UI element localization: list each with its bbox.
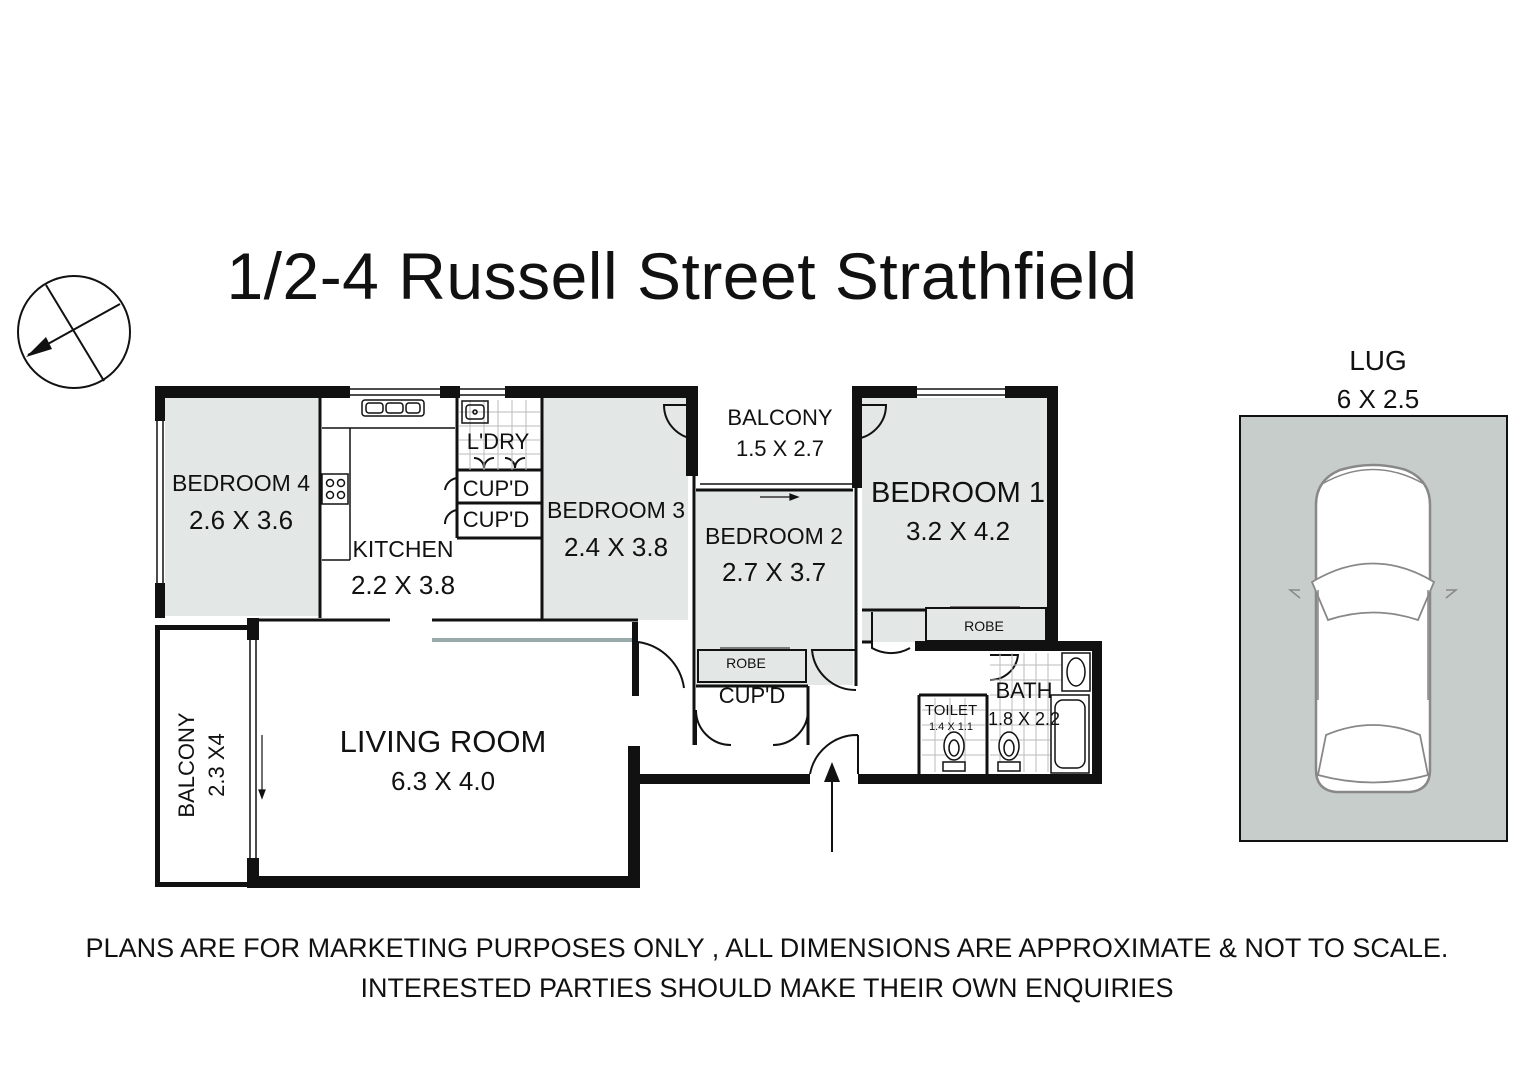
walls: [155, 386, 1102, 888]
cupd2-name: CUP'D: [463, 507, 530, 532]
kitchen-fixtures: [321, 399, 489, 561]
doors: [443, 404, 1020, 775]
toilet-dims: 1.4 X 1.1: [929, 721, 973, 733]
entry-arrow-icon: [824, 762, 840, 852]
sink-icon: [361, 399, 425, 417]
bedroom4-name: BEDROOM 4: [172, 470, 310, 496]
bedroom3-dims: 2.4 X 3.8: [564, 532, 668, 562]
toilet-name: TOILET: [925, 702, 977, 719]
bath-dims: 1.8 X 2.2: [988, 709, 1060, 729]
robe2-name: ROBE: [726, 655, 766, 671]
balcony-top-name: BALCONY: [727, 405, 832, 430]
toilet-icon: [942, 731, 966, 772]
bedroom1-name: BEDROOM 1: [871, 477, 1045, 509]
laundry-name: L'DRY: [467, 429, 530, 454]
living-dims: 6.3 X 4.0: [391, 766, 495, 796]
bath-name: BATH: [995, 678, 1052, 703]
balcony-side-name: BALCONY: [174, 712, 199, 817]
lug-name: LUG: [1349, 345, 1407, 376]
room-fills: [165, 398, 1047, 685]
toilet-icon: [997, 731, 1021, 772]
bedroom2-name: BEDROOM 2: [705, 523, 843, 549]
balcony-top: [698, 398, 852, 482]
stove-icon: [321, 473, 349, 505]
bath-fixtures: [942, 652, 1091, 774]
bedroom1-dims: 3.2 X 4.2: [906, 516, 1010, 546]
compass-icon: [17, 275, 131, 389]
kitchen-name: KITCHEN: [353, 536, 454, 562]
kitchen-dims: 2.2 X 3.8: [351, 570, 455, 600]
cupd3-name: CUP'D: [719, 683, 786, 708]
balcony-top-dims: 1.5 X 2.7: [736, 436, 824, 461]
cupd1-name: CUP'D: [463, 476, 530, 501]
windows: [156, 388, 1101, 858]
plan-title: 1/2-4 Russell Street Strathfield: [226, 239, 1138, 313]
robe1-name: ROBE: [964, 618, 1004, 634]
sliding-arrows: [258, 493, 800, 800]
bedroom2-dims: 2.7 X 3.7: [722, 557, 826, 587]
bedroom3-name: BEDROOM 3: [547, 497, 685, 523]
balcony-side-dims: 2.3 X4: [204, 733, 229, 797]
laundry-tub-icon: [461, 400, 489, 424]
disclaimer-line2: INTERESTED PARTIES SHOULD MAKE THEIR OWN…: [360, 973, 1174, 1003]
basin-icon: [1061, 652, 1091, 692]
lug-dims: 6 X 2.5: [1337, 384, 1419, 414]
bathtub-icon: [1050, 694, 1090, 774]
disclaimer-line1: PLANS ARE FOR MARKETING PURPOSES ONLY , …: [85, 933, 1449, 963]
robe-fixtures: [697, 606, 1047, 683]
bedroom4-dims: 2.6 X 3.6: [189, 505, 293, 535]
bath-tiles: [922, 653, 1090, 772]
car-icon: [1287, 463, 1459, 794]
living-name: LIVING ROOM: [340, 724, 547, 759]
disclaimer: PLANS ARE FOR MARKETING PURPOSES ONLY , …: [0, 928, 1534, 1008]
